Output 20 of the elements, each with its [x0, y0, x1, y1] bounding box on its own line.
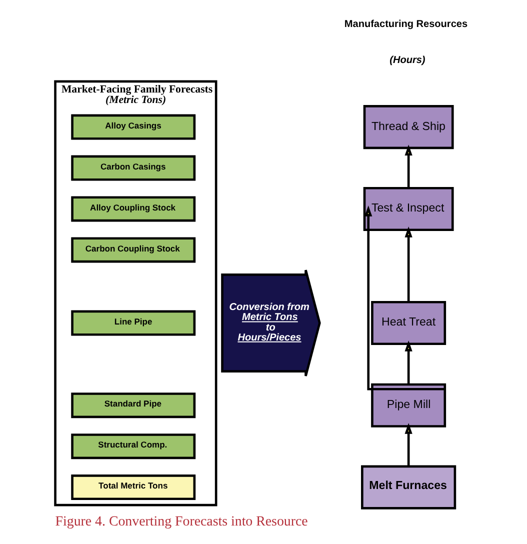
arrow: [404, 144, 412, 188]
node-box: Melt Furnaces: [360, 465, 456, 510]
node-box: Alloy Casings: [70, 114, 196, 140]
caption: Figure 4. Converting Forecasts into Resource: [54, 514, 308, 530]
label: (Hours): [389, 55, 425, 66]
node-box: Standard Pipe: [70, 392, 196, 418]
arrow: [404, 226, 412, 302]
node-box: Pipe Mill: [370, 383, 446, 428]
node-box: Carbon Coupling Stock: [70, 237, 196, 263]
node-box: Alloy Coupling Stock: [70, 196, 196, 222]
arrow: [404, 340, 412, 384]
label: Manufacturing Resources: [344, 18, 468, 30]
node-box: Thread & Ship: [362, 105, 454, 150]
arrow: [364, 205, 444, 390]
node-box: Structural Comp.: [70, 434, 196, 460]
arrow: [404, 422, 412, 466]
node-box: Total Metric Tons: [70, 474, 196, 500]
node-box: Carbon Casings: [70, 155, 196, 181]
node-box: Heat Treat: [370, 300, 446, 346]
node-box: Line Pipe: [70, 310, 196, 336]
